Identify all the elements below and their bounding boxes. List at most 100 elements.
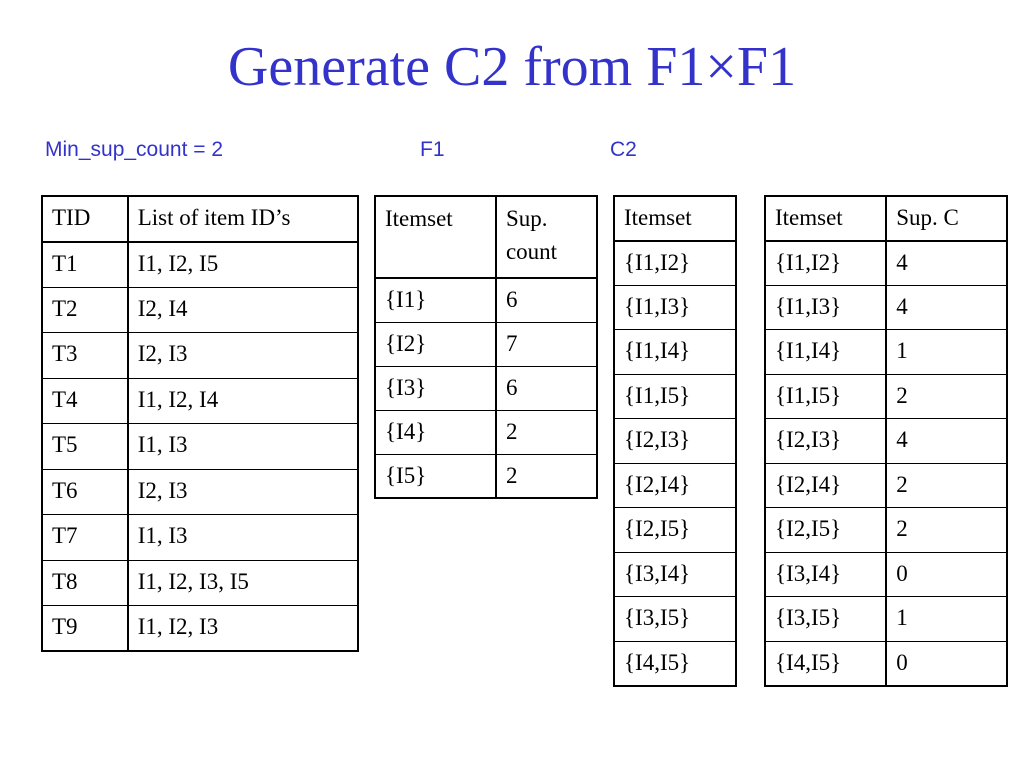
count-cell: 4: [885, 240, 1008, 286]
itemset-cell: {I5}: [374, 453, 497, 499]
table-row: {I4,I5}0: [764, 640, 1008, 686]
table-row: {I1,I2}: [613, 240, 737, 286]
itemset-cell: {I3,I4}: [613, 551, 737, 597]
itemset-cell: {I1,I5}: [764, 373, 888, 419]
itemset-cell: {I4}: [374, 409, 497, 455]
count-cell: 4: [885, 418, 1008, 464]
itemset-cell: {I2,I4}: [613, 462, 737, 508]
itemset-cell: {I2,I3}: [764, 418, 888, 464]
table-row: {I4,I5}: [613, 640, 737, 686]
table-row: {I3,I5}: [613, 596, 737, 642]
f1-caption: F1: [420, 138, 445, 161]
count-cell: 0: [885, 551, 1008, 597]
slide-title: Generate C2 from F1×F1: [227, 36, 797, 98]
items-cell: I1, I2, I4: [127, 377, 359, 424]
itemset-cell: {I1,I4}: [613, 329, 737, 375]
table-row: {I3,I4}: [613, 551, 737, 597]
itemset-cell: {I4,I5}: [613, 640, 737, 686]
header-itemset: Itemset: [374, 195, 497, 279]
table-header-row: TID List of item ID’s: [41, 195, 359, 243]
itemset-cell: {I1,I2}: [613, 240, 737, 286]
tid-cell: T9: [41, 605, 129, 652]
tid-cell: T2: [41, 286, 129, 333]
tid-cell: T5: [41, 423, 129, 470]
itemset-cell: {I1,I5}: [613, 373, 737, 419]
items-cell: I2, I3: [127, 468, 359, 515]
itemset-cell: {I3,I5}: [613, 596, 737, 642]
tid-cell: T6: [41, 468, 129, 515]
c2-candidate-table: Itemset {I1,I2} {I1,I3} {I1,I4} {I1,I5} …: [613, 195, 737, 687]
table-row: {I2,I4}2: [764, 462, 1008, 508]
items-cell: I2, I4: [127, 286, 359, 333]
itemset-cell: {I2,I5}: [613, 507, 737, 553]
table-row: {I1,I3}4: [764, 284, 1008, 330]
count-cell: 2: [885, 507, 1008, 553]
itemset-cell: {I1,I2}: [764, 240, 888, 286]
itemset-cell: {I2,I4}: [764, 462, 888, 508]
table-row: {I2,I3}4: [764, 418, 1008, 464]
table-row: {I2}7: [374, 321, 598, 367]
table-row: {I2,I3}: [613, 418, 737, 464]
header-sup-c: Sup. C: [885, 195, 1008, 242]
table-row: {I2,I5}2: [764, 507, 1008, 553]
count-cell: 4: [885, 284, 1008, 330]
table-row: {I1,I5}: [613, 373, 737, 419]
itemset-cell: {I2,I3}: [613, 418, 737, 464]
table-header-row: Itemset: [613, 195, 737, 242]
itemset-cell: {I2,I5}: [764, 507, 888, 553]
count-cell: 2: [885, 373, 1008, 419]
header-item-list: List of item ID’s: [127, 195, 359, 243]
count-cell: 6: [495, 277, 598, 323]
items-cell: I1, I3: [127, 423, 359, 470]
count-cell: 7: [495, 321, 598, 367]
table-row: {I1,I2}4: [764, 240, 1008, 286]
table-row: {I5}2: [374, 453, 598, 499]
table-row: {I1,I4}: [613, 329, 737, 375]
table-row: {I1,I3}: [613, 284, 737, 330]
table-row: {I3,I5}1: [764, 596, 1008, 642]
table-row: {I2,I5}: [613, 507, 737, 553]
header-sup-count: Sup. count: [495, 195, 598, 279]
header-itemset: Itemset: [613, 195, 737, 242]
count-cell: 2: [885, 462, 1008, 508]
tid-cell: T1: [41, 241, 129, 288]
count-cell: 6: [495, 365, 598, 411]
table-header-row: Itemset Sup. count: [374, 195, 598, 279]
count-cell: 2: [495, 409, 598, 455]
c2-caption: C2: [610, 138, 637, 161]
table-row: {I3,I4}0: [764, 551, 1008, 597]
itemset-cell: {I3,I4}: [764, 551, 888, 597]
tid-cell: T4: [41, 377, 129, 424]
table-row: {I1}6: [374, 277, 598, 323]
items-cell: I1, I3: [127, 514, 359, 561]
items-cell: I2, I3: [127, 332, 359, 379]
items-cell: I1, I2, I3, I5: [127, 559, 359, 606]
itemset-cell: {I1}: [374, 277, 497, 323]
count-cell: 0: [885, 640, 1008, 686]
table-row: {I1,I4}1: [764, 329, 1008, 375]
itemset-cell: {I2}: [374, 321, 497, 367]
table-header-row: Itemset Sup. C: [764, 195, 1008, 242]
count-cell: 1: [885, 329, 1008, 375]
table-row: {I4}2: [374, 409, 598, 455]
itemset-cell: {I4,I5}: [764, 640, 888, 686]
items-cell: I1, I2, I5: [127, 241, 359, 288]
header-itemset: Itemset: [764, 195, 888, 242]
min-sup-caption: Min_sup_count = 2: [45, 138, 224, 161]
tid-cell: T8: [41, 559, 129, 606]
itemset-cell: {I3,I5}: [764, 596, 888, 642]
tid-cell: T7: [41, 514, 129, 561]
table-row: {I1,I5}2: [764, 373, 1008, 419]
items-cell: I1, I2, I3: [127, 605, 359, 652]
count-cell: 2: [495, 453, 598, 499]
